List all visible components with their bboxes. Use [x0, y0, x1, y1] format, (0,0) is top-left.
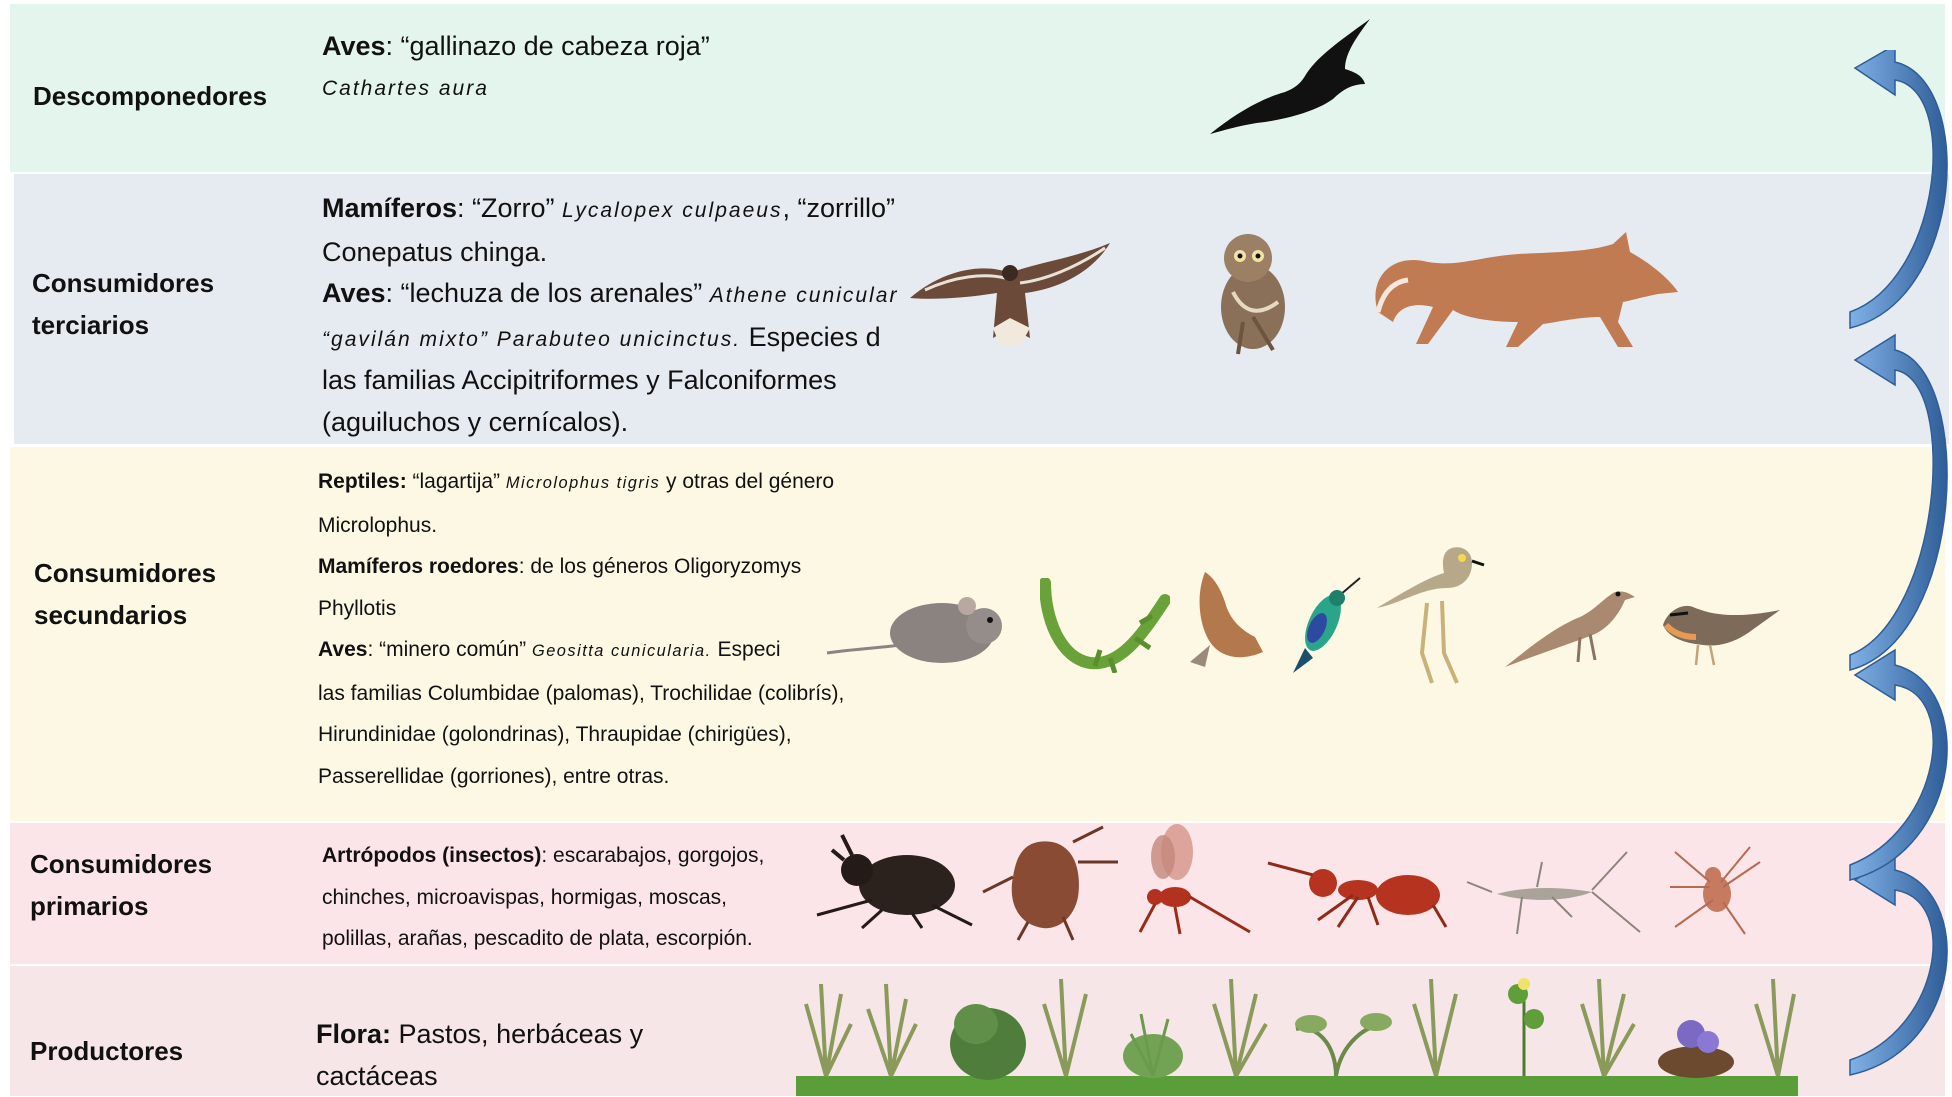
group-aves-descomp: Aves: [322, 31, 386, 61]
group-flora: Flora:: [316, 1019, 391, 1049]
text-hirundinidae: Hirundinidae (golondrinas), Thraupidae (…: [318, 714, 844, 756]
text-terciarios: Mamíferos: “Zorro” Lycalopex culpaeus, “…: [322, 188, 899, 443]
label-primarios-line1: Consumidores: [30, 843, 212, 885]
sci-microlophus: Microlophus tigris: [506, 474, 660, 492]
text-zorro: : “Zorro”: [457, 193, 562, 223]
sparrow-icon: [1658, 595, 1783, 673]
group-aves-terc: Aves: [322, 278, 386, 308]
label-secundarios-line2: secundarios: [34, 594, 216, 636]
label-terciarios-line1: Consumidores: [32, 262, 214, 304]
owl-icon: [1198, 222, 1308, 360]
label-productores: Productores: [30, 1030, 183, 1072]
ant-icon: [1258, 855, 1448, 930]
label-primarios-line2: primarios: [30, 885, 212, 927]
text-secundarios: Reptiles: “lagartija” Microlophus tigris…: [318, 461, 844, 797]
text-zorrillo: , “zorrillo”: [783, 193, 896, 223]
shrub-icon: [950, 1004, 1026, 1080]
label-terciarios: Consumidores terciarios: [32, 262, 214, 346]
stinkbug-icon: [978, 822, 1123, 942]
text-aguiluchos: (aguiluchos y cernícalos).: [322, 402, 899, 444]
group-mamiferos-terc: Mamíferos: [322, 193, 457, 223]
label-secundarios-line1: Consumidores: [34, 552, 216, 594]
herb-icon: [1123, 1013, 1392, 1078]
text-especi: Especi: [712, 638, 781, 661]
fox-icon: [1368, 222, 1680, 352]
sci-parabuteo: “gavilán mixto” Parabuteo unicinctus.: [322, 328, 741, 351]
spider-icon: [1665, 842, 1765, 937]
text-polillas: polillas, arañas, pescadito de plata, es…: [322, 918, 764, 960]
sci-cathartes: Cathartes aura: [322, 68, 710, 110]
mouse-icon: [822, 578, 1012, 673]
hawk-icon: [905, 228, 1115, 348]
text-escarabajos: : escarabajos, gorgojos,: [541, 844, 764, 867]
lizard-icon: [1040, 578, 1170, 673]
label-terciarios-line2: terciarios: [32, 304, 214, 346]
dove-icon: [1185, 567, 1270, 675]
thick-knee-icon: [1372, 543, 1492, 691]
label-secundarios: Consumidores secundarios: [34, 552, 216, 636]
text-otras-genero: y otras del género: [660, 470, 834, 493]
text-pastos: Pastos, herbáceas y: [391, 1019, 643, 1049]
group-aves-sec: Aves: [318, 638, 367, 661]
band-descomponedores: [10, 4, 1945, 172]
text-phyllotis: Phyllotis: [318, 588, 844, 630]
text-microlophus: Microlophus.: [318, 505, 844, 547]
flower-icon: [1508, 978, 1734, 1078]
text-passerellidae: Passerellidae (gorriones), entre otras.: [318, 756, 844, 798]
text-columbidae: las familias Columbidae (palomas), Troch…: [318, 673, 844, 715]
group-artropodos: Artrópodos (insectos): [322, 844, 541, 867]
beetle-icon: [812, 830, 977, 930]
text-conepatus: Conepatus chinga.: [322, 232, 899, 274]
miner-bird-icon: [1500, 572, 1640, 672]
group-roedores: Mamíferos roedores: [318, 555, 519, 578]
text-especies-terc: Especies d: [741, 322, 881, 352]
text-primarios: Artrópodos (insectos): escarabajos, gorg…: [322, 835, 764, 960]
cycle-arrow-icon: [1800, 50, 1950, 1080]
vulture-icon: [1205, 14, 1375, 139]
label-primarios: Consumidores primarios: [30, 843, 212, 927]
text-chinches: chinches, microavispas, hormigas, moscas…: [322, 877, 764, 919]
text-lechuza: : “lechuza de los arenales”: [386, 278, 710, 308]
sci-geositta: Geositta cunicularia.: [532, 642, 712, 660]
text-descomponedores: Aves: “gallinazo de cabeza roja” Cathart…: [322, 26, 710, 109]
wasp-icon: [1125, 822, 1255, 942]
group-reptiles: Reptiles:: [318, 470, 407, 493]
text-lagartija: “lagartija”: [407, 470, 506, 493]
text-minero: : “minero común”: [367, 638, 532, 661]
hummingbird-icon: [1285, 573, 1365, 675]
text-productores: Flora: Pastos, herbáceas y cactáceas: [316, 1014, 643, 1097]
text-cactaceas: cactáceas: [316, 1056, 643, 1097]
plants-row: [796, 964, 1798, 1096]
sci-lycalopex: Lycalopex culpaeus: [562, 199, 783, 222]
sci-athene: Athene cunicular: [710, 284, 899, 307]
silverfish-icon: [1462, 842, 1642, 937]
text-generos: : de los géneros Oligoryzomys: [519, 555, 801, 578]
label-descomponedores: Descomponedores: [33, 75, 267, 117]
text-gallinazo: : “gallinazo de cabeza roja”: [386, 31, 710, 61]
text-familias-terc: las familias Accipitriformes y Falconifo…: [322, 360, 899, 402]
